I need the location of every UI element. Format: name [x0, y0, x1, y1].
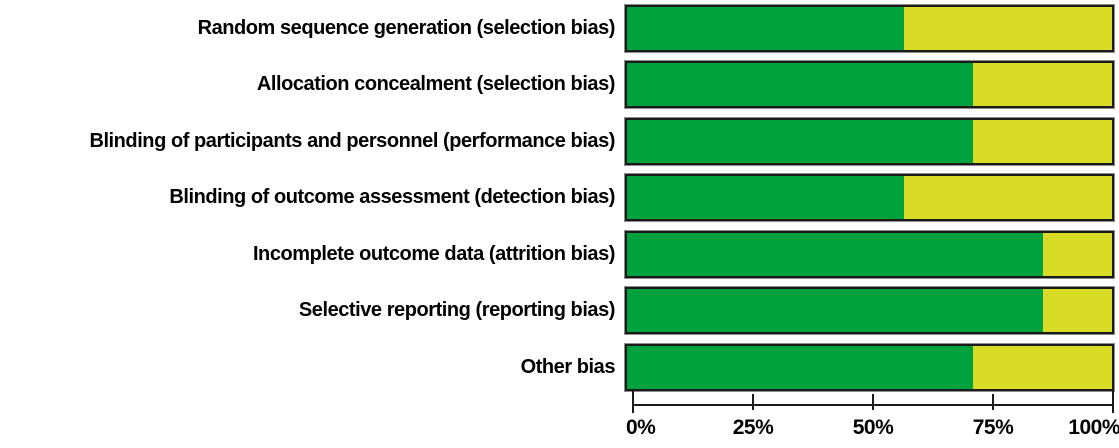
category-label: Blinding of outcome assessment (detectio…: [169, 186, 615, 209]
bar-segment-green: [627, 345, 974, 389]
x-axis-tick: [632, 391, 634, 413]
bar: [624, 342, 1115, 392]
bar: [624, 3, 1115, 53]
x-axis-tick: [872, 394, 874, 410]
bar-segment-yellow: [973, 63, 1112, 107]
bar-segment-green: [627, 63, 974, 107]
x-axis-tick-label: 0%: [626, 416, 656, 439]
x-axis-tick-label: 25%: [732, 416, 774, 439]
bar: [624, 229, 1115, 279]
chart-row: Allocation concealment (selection bias): [0, 57, 1119, 114]
category-label: Random sequence generation (selection bi…: [197, 16, 616, 39]
category-label: Selective reporting (reporting bias): [298, 299, 616, 322]
chart-row: Blinding of participants and personnel (…: [0, 113, 1119, 170]
chart-row: Other bias: [0, 339, 1119, 396]
x-axis-tick: [1112, 391, 1114, 413]
chart-row: Incomplete outcome data (attrition bias): [0, 226, 1119, 283]
x-axis-tick-label: 75%: [972, 416, 1014, 439]
x-axis-tick-label: 50%: [852, 416, 894, 439]
bar-segment-green: [627, 6, 904, 50]
bar-segment-green: [627, 289, 1043, 333]
category-label: Other bias: [520, 355, 616, 378]
bar: [624, 60, 1115, 110]
x-axis-tick-label: 100%: [1068, 416, 1119, 439]
bar-segment-yellow: [973, 345, 1112, 389]
bar-segment-green: [627, 119, 974, 163]
category-label: Incomplete outcome data (attrition bias): [252, 242, 615, 265]
chart-row: Random sequence generation (selection bi…: [0, 0, 1119, 57]
bar-segment-yellow: [1042, 289, 1112, 333]
category-label: Allocation concealment (selection bias): [256, 73, 616, 96]
x-axis-tick: [752, 394, 754, 410]
bar-segment-yellow: [1042, 232, 1112, 276]
chart-rows: Random sequence generation (selection bi…: [0, 0, 1119, 396]
bar-segment-yellow: [903, 6, 1112, 50]
x-axis: 0% 25% 50% 75% 100%: [626, 391, 1119, 448]
bar-segment-green: [627, 232, 1043, 276]
chart-row: Selective reporting (reporting bias): [0, 283, 1119, 340]
bar-segment-yellow: [903, 176, 1112, 220]
category-label: Blinding of participants and personnel (…: [89, 129, 615, 152]
bar: [624, 286, 1115, 336]
chart-row: Blinding of outcome assessment (detectio…: [0, 170, 1119, 227]
bar-segment-green: [627, 176, 904, 220]
bar: [624, 116, 1115, 166]
x-axis-tick: [992, 394, 994, 410]
bar: [624, 173, 1115, 223]
bar-segment-yellow: [973, 119, 1112, 163]
